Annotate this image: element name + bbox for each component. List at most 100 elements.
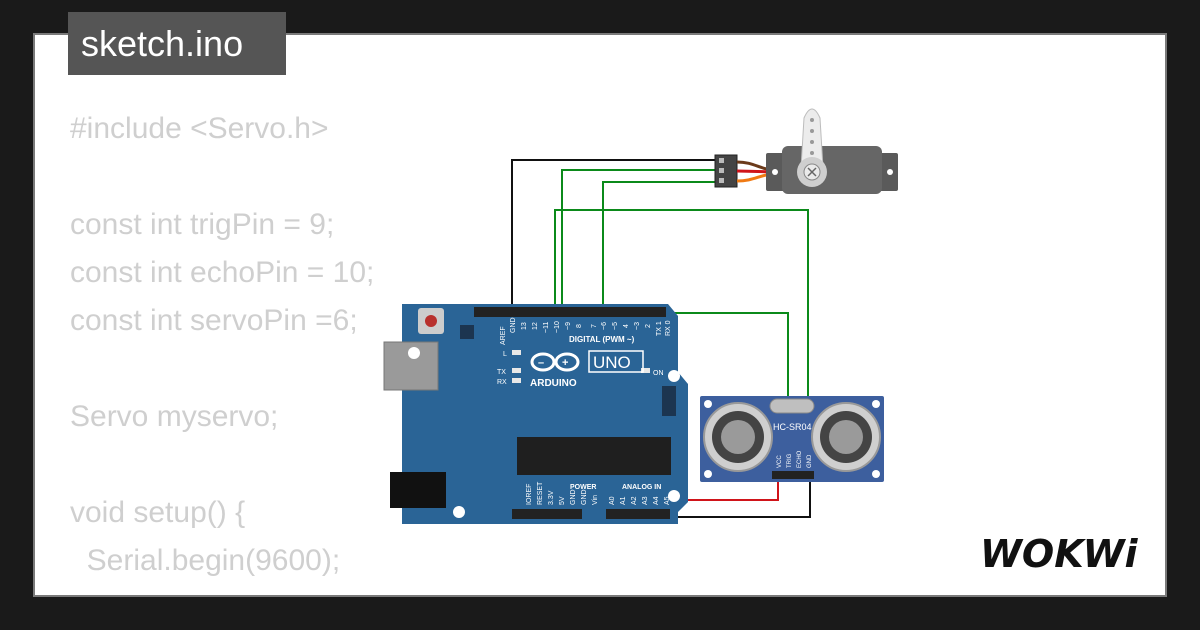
led-on xyxy=(641,368,650,373)
led-tx xyxy=(512,368,521,373)
led-label-tx: TX xyxy=(497,369,506,376)
logo-plus: + xyxy=(562,357,568,369)
servo-screw xyxy=(807,167,817,177)
analog-pin-label: A4 xyxy=(653,496,660,505)
transducer-right xyxy=(811,402,881,472)
arduino-uno-board[interactable]: AREF GND 13 12 ~11 ~10 ~9 8 7 ~6 ~5 4 ~3… xyxy=(383,304,688,524)
uno-box xyxy=(588,350,644,373)
header-pin-label: 4 xyxy=(623,324,630,328)
mount-hole xyxy=(408,347,420,359)
wire-servo-gnd xyxy=(511,159,718,305)
mount-hole xyxy=(704,400,712,408)
header-pin-label: ~10 xyxy=(554,321,561,333)
connector-pin xyxy=(719,158,724,163)
power-pin-label: RESET xyxy=(537,481,544,505)
mount-hole xyxy=(772,169,778,175)
header-pin-label: TX 1 xyxy=(656,321,663,336)
connector-pin xyxy=(719,178,724,183)
servo-body xyxy=(782,146,882,194)
logo-ring-left xyxy=(530,352,556,372)
header-pin-label: GND xyxy=(510,317,517,333)
ultrasonic-sensor[interactable]: HC-SR04 VCC TRIG ECHO GND xyxy=(700,396,884,482)
power-label: POWER xyxy=(570,484,596,491)
wokwi-logo[interactable]: WOKWi xyxy=(978,527,1150,575)
digital-header xyxy=(474,307,666,317)
digital-label: DIGITAL (PWM ~) xyxy=(569,335,635,344)
horn-hole xyxy=(810,140,814,144)
analog-pin-label: A0 xyxy=(609,496,616,505)
mount-hole xyxy=(453,506,465,518)
led-rx xyxy=(512,378,521,383)
file-tab-label: sketch.ino xyxy=(81,23,244,64)
analog-pin-label: A3 xyxy=(642,496,649,505)
led-label-l: L xyxy=(503,351,507,358)
arduino-logo: – + UNO ARDUINO xyxy=(530,350,644,389)
code-editor: #include <Servo.h> const int trigPin = 9;… xyxy=(70,105,455,595)
analog-pin-label: A2 xyxy=(631,496,638,505)
code-line: void setup() { xyxy=(70,496,246,529)
servo-motor[interactable] xyxy=(714,108,898,194)
led-label-rx: RX xyxy=(497,379,507,386)
transducer-left xyxy=(703,402,773,472)
mount-hole xyxy=(668,370,680,382)
header-pin-label: ~11 xyxy=(543,322,550,333)
on-label: ON xyxy=(653,370,664,377)
code-line: #include <Servo.h> xyxy=(70,112,329,145)
header-pin-label: 7 xyxy=(591,324,598,328)
header-pin-label: 12 xyxy=(532,322,539,330)
wire-sensor-echo xyxy=(554,209,809,470)
header-pin-label: ~6 xyxy=(601,322,608,330)
crystal-oscillator xyxy=(769,398,815,414)
analog-header xyxy=(606,509,670,519)
wokwi-logo-text: WOKWi xyxy=(980,532,1139,575)
horn-hole xyxy=(810,151,814,155)
power-pin-label: 3.3V xyxy=(548,490,555,505)
code-line: const int echoPin = 10; xyxy=(70,256,375,289)
file-tab[interactable]: sketch.ino xyxy=(68,12,286,75)
microcontroller-chip xyxy=(517,437,671,475)
sensor-pin-label: GND xyxy=(807,454,813,468)
horn-hole xyxy=(810,118,814,122)
icsp-header-2 xyxy=(662,386,676,416)
icsp-header xyxy=(460,325,474,339)
board-brand: ARDUINO xyxy=(530,378,577,389)
power-pin-label: 5V xyxy=(559,496,566,505)
mount-hole xyxy=(704,470,712,478)
logo-ring-right xyxy=(554,352,580,372)
analog-pin-label: A1 xyxy=(620,496,627,505)
header-pin-label: RX 0 xyxy=(665,320,672,336)
sensor-model-label: HC-SR04 xyxy=(773,422,812,432)
header-pin-label: AREF xyxy=(500,326,507,345)
sensor-pin-label: TRIG xyxy=(787,453,793,468)
mount-hole xyxy=(887,169,893,175)
servo-horn xyxy=(800,108,824,169)
header-pin-labels: AREF GND 13 12 ~11 ~10 ~9 8 7 ~6 ~5 4 ~3… xyxy=(500,317,672,345)
mount-hole xyxy=(668,490,680,502)
code-line: Serial.begin(9600); xyxy=(70,544,341,577)
header-pin-label: 8 xyxy=(576,324,583,328)
servo-connector xyxy=(714,154,738,188)
sensor-pin-labels: VCC TRIG ECHO GND xyxy=(777,450,813,468)
analog-label: ANALOG IN xyxy=(622,484,661,491)
power-pin-label: GND xyxy=(581,489,588,505)
sensor-pin-label: ECHO xyxy=(797,450,803,468)
power-jack xyxy=(390,472,446,508)
board-model: UNO xyxy=(593,353,631,372)
header-pin-label: ~9 xyxy=(565,322,572,330)
header-pin-label: ~3 xyxy=(634,322,641,330)
power-pin-label: Vin xyxy=(592,495,599,505)
power-pin-labels: POWER ANALOG IN IOREF RESET 3.3V 5V GND … xyxy=(526,481,671,505)
horn-hole xyxy=(810,129,814,133)
code-line: Servo myservo; xyxy=(70,400,279,433)
header-pin-label: 13 xyxy=(521,322,528,330)
led-l xyxy=(512,350,521,355)
header-pin-label: ~5 xyxy=(612,322,619,330)
code-line: const int trigPin = 9; xyxy=(70,208,335,241)
code-line: pinMode(trigPin, OUTPUT); xyxy=(70,585,455,595)
connector-pin xyxy=(719,168,724,173)
code-line: const int servoPin =6; xyxy=(70,304,358,337)
status-leds: L TX RX ON xyxy=(497,350,664,386)
power-pin-label: GND xyxy=(570,489,577,505)
logo-minus: – xyxy=(538,357,544,369)
